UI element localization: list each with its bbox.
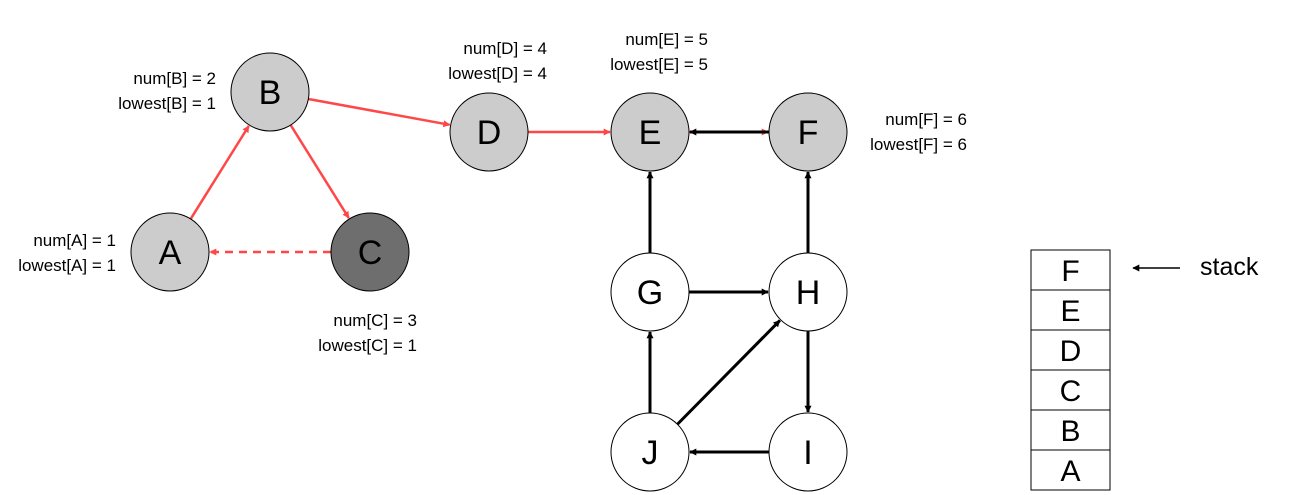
edges-layer [189, 97, 812, 456]
stack: F E D C B A stack [1030, 249, 1259, 491]
stack-cell: A [1030, 449, 1111, 491]
node-label: G [637, 274, 663, 312]
node-label: C [358, 234, 383, 272]
num-d-text: num[D] = 4 [463, 39, 547, 58]
node-h: H [768, 252, 848, 332]
edge-a-b [189, 125, 250, 220]
node-j: J [610, 412, 690, 492]
stack-item-label: D [1060, 335, 1082, 368]
edge-j-h [676, 319, 781, 426]
stack-cell: E [1030, 289, 1111, 331]
node-label: I [803, 434, 812, 472]
node-circle [230, 52, 310, 132]
node-circle [768, 92, 848, 172]
stack-cell: D [1030, 329, 1111, 371]
node-label: J [642, 434, 659, 472]
node-circle [768, 252, 848, 332]
stack-cell: B [1030, 409, 1111, 451]
num-f-text: num[F] = 6 [885, 110, 967, 129]
lowest-e-text: lowest[E] = 5 [610, 55, 708, 74]
node-g: G [610, 252, 690, 332]
node-label: H [796, 274, 821, 312]
stack-item-label: B [1060, 415, 1080, 448]
lowest-a-text: lowest[A] = 1 [18, 256, 116, 275]
lowest-c-text: lowest[C] = 1 [318, 336, 417, 355]
nodes-layer: A B C D E F G H I J [130, 52, 848, 492]
node-label: B [259, 74, 282, 112]
annotation-c: num[C] = 3 lowest[C] = 1 [318, 311, 417, 355]
num-e-text: num[E] = 5 [625, 30, 708, 49]
stack-cell: C [1030, 369, 1111, 411]
stack-item-label: C [1060, 375, 1082, 408]
annotation-b: num[B] = 2 lowest[B] = 1 [118, 69, 216, 113]
lowest-b-text: lowest[B] = 1 [118, 94, 216, 113]
node-circle [330, 212, 410, 292]
node-circle [610, 252, 690, 332]
num-c-text: num[C] = 3 [333, 311, 417, 330]
node-e: E [610, 92, 690, 172]
stack-item-label: F [1061, 255, 1079, 288]
stack-item-label: A [1060, 455, 1080, 488]
lowest-d-text: lowest[D] = 4 [448, 64, 547, 83]
node-label: D [477, 114, 502, 152]
node-f: F [768, 92, 848, 172]
stack-item-label: E [1060, 295, 1080, 328]
annotation-f: num[F] = 6 lowest[F] = 6 [870, 110, 967, 154]
node-circle [768, 412, 848, 492]
node-label: E [639, 114, 662, 152]
node-b: B [230, 52, 310, 132]
node-circle [610, 92, 690, 172]
annotation-a: num[A] = 1 lowest[A] = 1 [18, 231, 116, 275]
node-i: I [768, 412, 848, 492]
node-label: F [798, 114, 819, 152]
node-circle [449, 92, 529, 172]
annotation-e: num[E] = 5 lowest[E] = 5 [610, 30, 708, 74]
node-label: A [159, 234, 182, 272]
node-circle [130, 212, 210, 292]
edge-b-d [308, 97, 451, 128]
num-b-text: num[B] = 2 [133, 69, 216, 88]
edge-b-c [289, 124, 350, 219]
node-d: D [449, 92, 529, 172]
stack-cell: F [1030, 249, 1111, 291]
num-a-text: num[A] = 1 [33, 231, 116, 250]
lowest-f-text: lowest[F] = 6 [870, 135, 967, 154]
annotation-d: num[D] = 4 lowest[D] = 4 [448, 39, 547, 83]
stack-caption: stack [1200, 253, 1259, 281]
node-a: A [130, 212, 210, 292]
node-c: C [330, 212, 410, 292]
node-circle [610, 412, 690, 492]
